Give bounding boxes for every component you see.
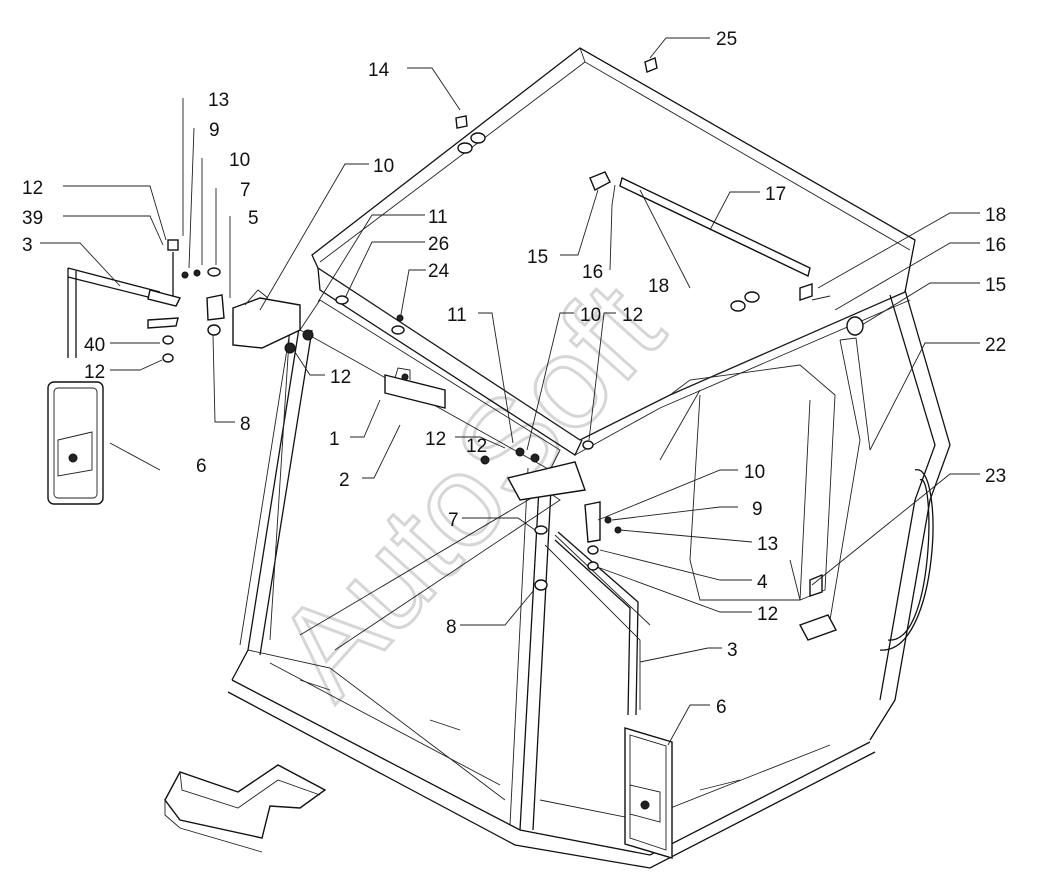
callout-labels: 25 14 13 9 10 12 7 39 5 3 40 12 8 6 10 1… (22, 29, 1006, 718)
callout-11: 11 (447, 305, 467, 326)
callout-13: 13 (208, 90, 229, 111)
callout-12: 12 (84, 362, 105, 383)
callout-1: 1 (329, 429, 340, 450)
cab-roof (311, 47, 916, 456)
right-mirror-arm (480, 440, 639, 716)
callout-2: 2 (339, 470, 350, 491)
right-mirror (624, 727, 673, 859)
callout-10: 10 (229, 150, 250, 171)
callout-8: 8 (240, 414, 251, 435)
callout-24: 24 (428, 261, 450, 282)
callout-23: 23 (985, 466, 1006, 487)
left-hardware (162, 239, 405, 363)
callout-40: 40 (84, 335, 105, 356)
callout-3: 3 (22, 235, 33, 256)
callout-6: 6 (196, 456, 207, 477)
cab-frame (227, 289, 951, 869)
callout-18: 18 (648, 276, 669, 297)
callout-12: 12 (22, 178, 43, 199)
callout-11: 11 (428, 207, 448, 228)
leader-lines (40, 37, 980, 746)
callout-13: 13 (757, 534, 778, 555)
callout-17: 17 (765, 184, 786, 205)
callout-39: 39 (22, 208, 43, 229)
callout-3: 3 (727, 640, 738, 661)
callout-26: 26 (428, 234, 449, 255)
callout-8: 8 (446, 617, 457, 638)
callout-15: 15 (527, 247, 548, 268)
callout-12: 12 (425, 429, 446, 450)
callout-9: 9 (752, 499, 763, 520)
callout-18: 18 (985, 205, 1006, 226)
direction-arrow (164, 764, 327, 853)
callout-9: 9 (209, 120, 220, 141)
callout-12: 12 (466, 436, 487, 457)
callout-7: 7 (448, 510, 459, 531)
callout-10: 10 (580, 305, 601, 326)
callout-25: 25 (716, 29, 737, 50)
left-mirror (47, 381, 104, 505)
callout-22: 22 (985, 335, 1006, 356)
callout-12: 12 (330, 367, 351, 388)
callout-16: 16 (582, 262, 603, 283)
callout-5: 5 (248, 208, 259, 229)
roof-hardware (455, 57, 864, 641)
callout-12: 12 (622, 305, 643, 326)
callout-15: 15 (985, 275, 1006, 296)
callout-4: 4 (757, 572, 768, 593)
callout-7: 7 (240, 180, 251, 201)
callout-14: 14 (368, 60, 390, 81)
callout-10: 10 (373, 156, 394, 177)
work-light (384, 367, 446, 409)
callout-12: 12 (757, 604, 778, 625)
callout-6: 6 (716, 697, 727, 718)
callout-16: 16 (985, 235, 1006, 256)
callout-10: 10 (744, 462, 765, 483)
